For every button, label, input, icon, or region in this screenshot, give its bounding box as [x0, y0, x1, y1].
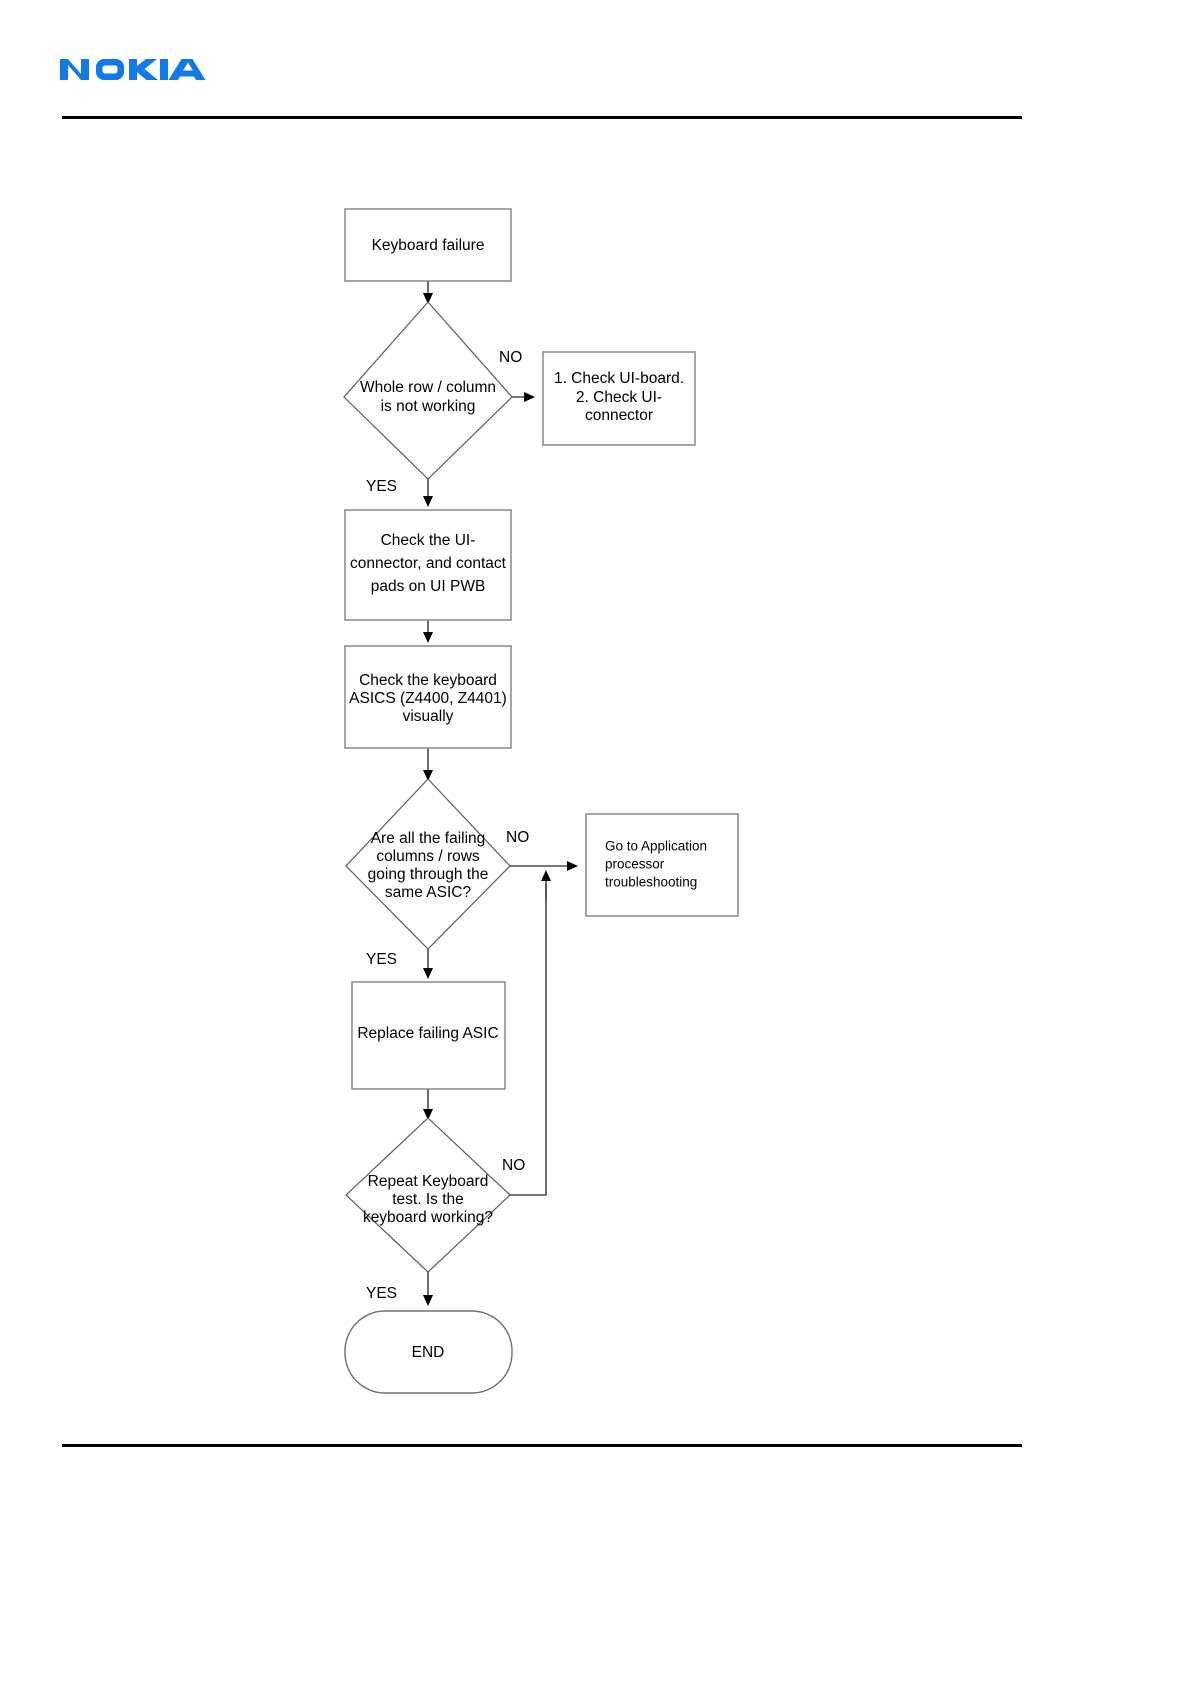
- edge-label-yes-3: YES: [366, 1285, 397, 1302]
- node-end-terminator[interactable]: [344, 1310, 513, 1394]
- node-appproc-line2: processor: [605, 857, 665, 872]
- node-check-ui-board-line1: 1. Check UI-board.: [554, 370, 684, 387]
- node-decision3-line2: test. Is the: [392, 1191, 464, 1208]
- node-replace-failing-asic[interactable]: [351, 981, 506, 1090]
- node-keyboard-failure-label: Keyboard failure: [372, 237, 485, 254]
- node-asics-line3: visually: [403, 708, 454, 725]
- edge-decision3-no-feedback: [510, 884, 547, 1196]
- edge-label-no-3: NO: [502, 1157, 525, 1174]
- node-check-keyboard-asics[interactable]: [344, 645, 512, 749]
- node-decision3-line1: Repeat Keyboard: [368, 1173, 489, 1190]
- node-decision-same-asic[interactable]: [345, 778, 511, 950]
- node-connpads-line3: pads on UI PWB: [371, 578, 486, 595]
- node-decision3-line3: keyboard working?: [363, 1209, 493, 1226]
- node-decision-repeat-keyboard-test[interactable]: [345, 1117, 511, 1273]
- node-decision-whole-row-column[interactable]: [343, 301, 513, 480]
- node-check-ui-board[interactable]: [542, 351, 696, 446]
- node-check-ui-board-line3: connector: [585, 407, 653, 424]
- node-decision2-line2: columns / rows: [376, 848, 480, 865]
- edge-label-yes-1: YES: [366, 478, 397, 495]
- edge-label-no-2: NO: [506, 829, 529, 846]
- node-decision2-line1: Are all the failing: [371, 830, 486, 847]
- node-decision2-line4: same ASIC?: [385, 884, 472, 901]
- node-keyboard-failure[interactable]: [344, 208, 512, 282]
- node-appproc-line3: troubleshooting: [605, 875, 697, 890]
- footer-rule: [62, 1444, 1022, 1447]
- node-check-ui-connector-pads[interactable]: [344, 509, 512, 621]
- node-app-processor-troubleshooting[interactable]: [585, 813, 739, 917]
- edge-label-no-1: NO: [499, 349, 522, 366]
- node-asics-line1: Check the keyboard: [359, 672, 497, 689]
- node-end-label: END: [412, 1344, 445, 1361]
- node-decision1-line2: is not working: [381, 398, 476, 415]
- node-appproc-line1: Go to Application: [605, 839, 707, 854]
- node-connpads-line1: Check the UI-: [381, 532, 476, 549]
- node-check-ui-board-line2: 2. Check UI-: [576, 389, 662, 406]
- node-asics-line2: ASICS (Z4400, Z4401): [349, 690, 507, 707]
- header-rule: [62, 116, 1022, 119]
- edge-label-yes-2: YES: [366, 951, 397, 968]
- node-decision1-line1: Whole row / column: [360, 379, 496, 396]
- node-connpads-line2: connector, and contact: [350, 555, 507, 572]
- node-decision2-line3: going through the: [368, 866, 489, 883]
- node-replace-label: Replace failing ASIC: [357, 1025, 498, 1042]
- nokia-logo: [58, 54, 208, 92]
